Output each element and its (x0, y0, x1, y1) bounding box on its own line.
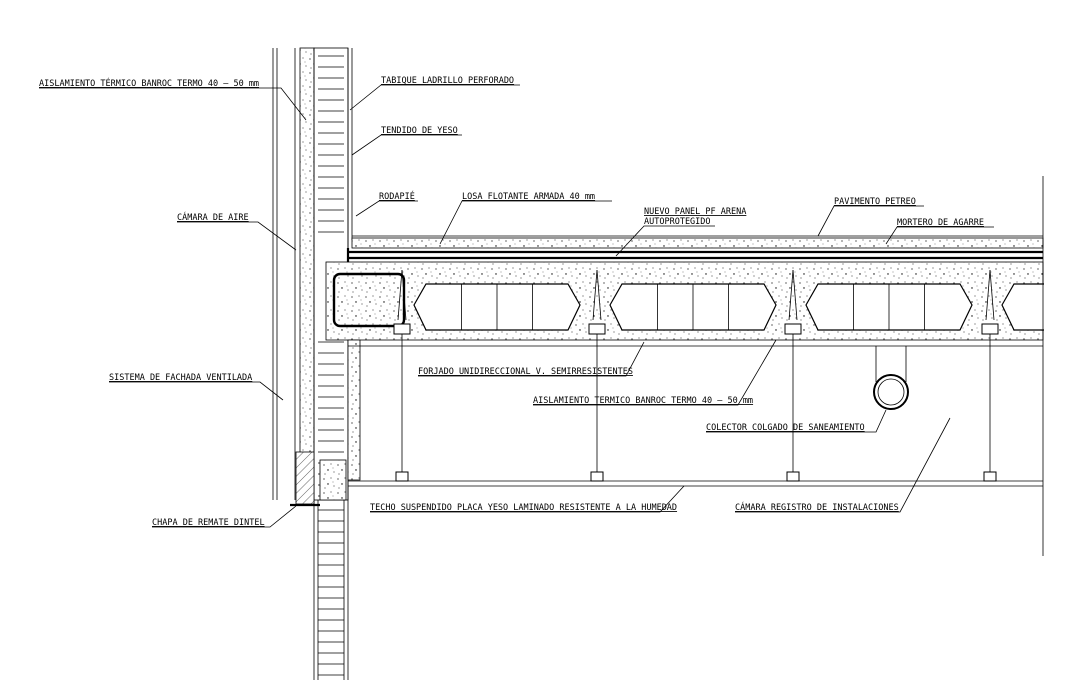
drain-pipe (873, 346, 909, 410)
leader-forjado (418, 341, 645, 377)
leader-aislamiento-techo (533, 339, 777, 406)
leader-pavimento (817, 205, 924, 237)
hanger-clip (590, 471, 604, 482)
leader-aislamiento-fachada (39, 87, 307, 121)
label-mortero: MORTERO DE AGARRE (897, 218, 984, 228)
leader-chapa (152, 505, 297, 528)
joist-rebar (401, 269, 407, 321)
leader-panel (615, 225, 715, 257)
label-techo-suspendido: TECHO SUSPENDIDO PLACA YESO LAMINADO RES… (370, 503, 677, 513)
hollow-blocks (413, 260, 1081, 350)
leader-losa (439, 200, 612, 245)
joist-base (393, 323, 411, 335)
joist-rebar (397, 269, 403, 321)
leader-mortero (885, 226, 994, 245)
leader-tabique (349, 84, 520, 111)
joist-base (784, 323, 802, 335)
ceiling-hangers (393, 269, 999, 482)
leader-camara-aire (177, 221, 297, 251)
label-chapa: CHAPA DE REMATE DINTEL (152, 518, 265, 528)
label-pavimento: PAVIMENTO PETREO (834, 197, 916, 207)
hanger-clip (983, 471, 997, 482)
brick-courses (318, 55, 344, 676)
facade-wall (272, 47, 353, 680)
label-tabique: TABIQUE LADRILLO PERFORADO (381, 76, 514, 86)
floor-buildup (325, 235, 1044, 481)
label-sistema-fachada: SISTEMA DE FACHADA VENTILADA (109, 373, 252, 383)
leader-camara-registro (735, 417, 951, 513)
label-losa: LOSA FLOTANTE ARMADA 40 mm (462, 192, 595, 202)
joist-base (588, 323, 606, 335)
joist-rebar (792, 269, 798, 321)
leader-colector (706, 409, 887, 433)
label-aislamiento-techo: AISLAMIENTO TERMICO BANROC TERMO 40 — 50… (533, 396, 753, 406)
hanger-clip (786, 471, 800, 482)
leader-tendido (351, 134, 462, 156)
hanger-clip (395, 471, 409, 482)
joist-rebar (989, 269, 995, 321)
label-camara-aire: CÁMARA DE AIRE (177, 211, 249, 223)
joist-rebar (788, 269, 794, 321)
joist-base (981, 323, 999, 335)
joist-rebar (985, 269, 991, 321)
label-forjado: FORJADO UNIDIRECCIONAL V. SEMIRRESISTENT… (418, 367, 633, 377)
label-panel-1: NUEVO PANEL PF ARENA (644, 207, 746, 217)
suspended-ceiling (348, 480, 1043, 487)
label-camara-registro: CÁMARA REGISTRO DE INSTALACIONES (735, 501, 899, 513)
edge-beam (332, 272, 406, 328)
joist-rebar (592, 269, 598, 321)
lintel-closure (290, 451, 347, 507)
label-aislamiento-fachada: AISLAMIENTO TÉRMICO BANROC TERMO 40 — 50… (39, 77, 259, 89)
joist-rebar (596, 269, 602, 321)
edge-mask (1044, 260, 1081, 350)
label-rodapie: RODAPIÉ (379, 190, 415, 202)
leader-sistema-fachada (109, 381, 284, 401)
leader-techo-suspendido (370, 485, 685, 513)
leader-rodapie (355, 200, 418, 217)
annotations: AISLAMIENTO TÉRMICO BANROC TERMO 40 — 50… (39, 76, 994, 528)
label-tendido: TENDIDO DE YESO (381, 126, 458, 136)
label-panel-2: AUTOPROTEGIDO (644, 217, 711, 227)
label-colector: COLECTOR COLGADO DE SANEAMIENTO (706, 423, 865, 433)
